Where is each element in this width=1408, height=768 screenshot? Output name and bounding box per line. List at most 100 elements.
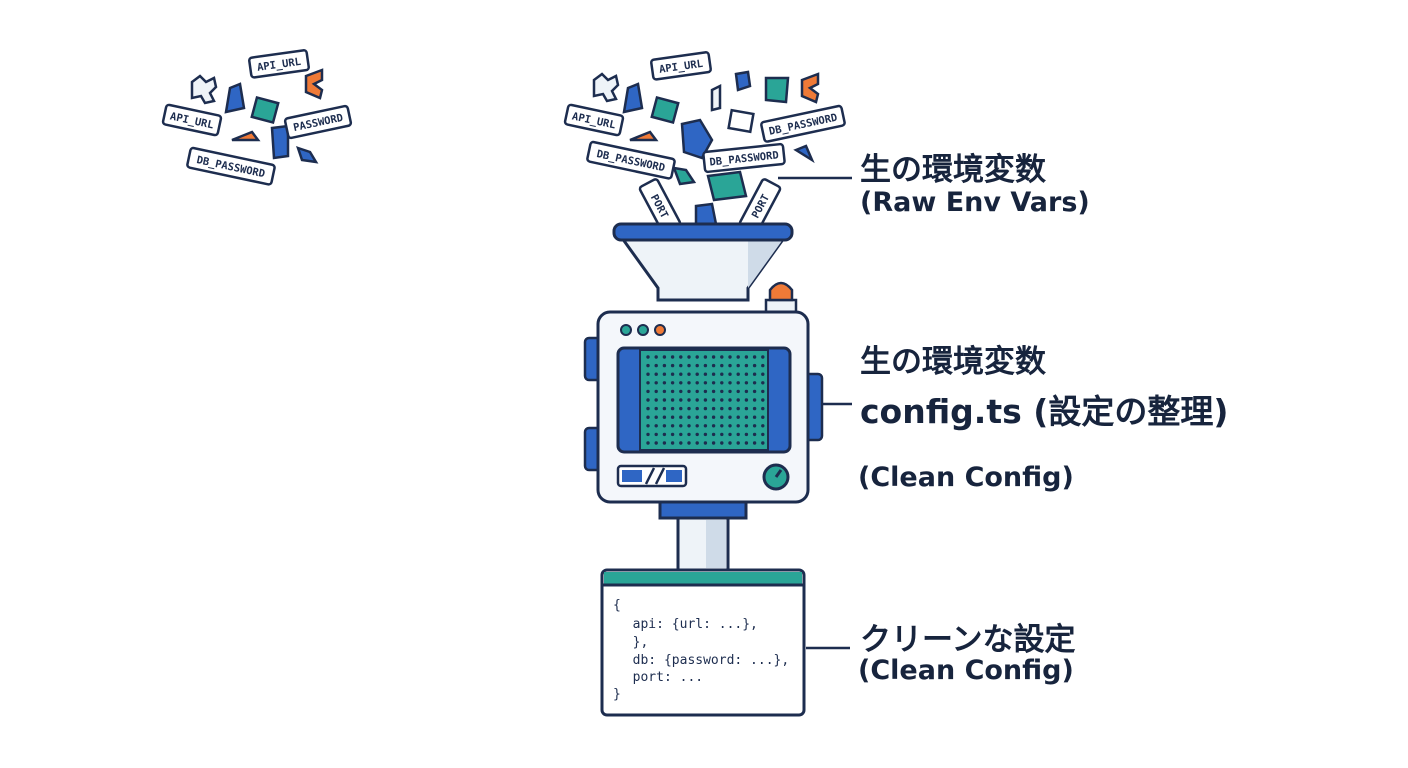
screen-dot <box>654 424 658 428</box>
screen-dot <box>662 406 667 411</box>
screen-dot <box>670 389 675 394</box>
screen-dot <box>736 372 740 376</box>
screen-dot <box>654 398 658 402</box>
screen-dot <box>662 432 667 437</box>
screen-dot <box>670 415 675 419</box>
screen-dot <box>761 398 765 402</box>
screen-dot <box>752 389 757 394</box>
screen-dot <box>720 406 724 411</box>
screen-dot <box>679 389 683 394</box>
label-machine-en: (Clean Config) <box>858 462 1074 493</box>
status-dot-orange <box>654 324 666 336</box>
funnel <box>612 222 794 302</box>
screen-dot <box>646 372 650 376</box>
screen-dot <box>654 432 658 437</box>
label-output-jp: クリーンな設定 <box>860 622 1076 658</box>
screen-dot <box>646 406 650 411</box>
screen-dot <box>670 432 675 437</box>
screen-dot <box>728 355 732 359</box>
screen-dot <box>662 415 667 419</box>
screen-dot <box>744 432 749 437</box>
screen-dot <box>711 415 716 419</box>
screen-dot-grid <box>646 355 765 445</box>
screen-dot <box>695 406 699 411</box>
screen-dot <box>679 415 683 419</box>
screen-dot <box>711 424 716 428</box>
screen-dot <box>761 381 765 385</box>
screen-dot <box>752 441 757 445</box>
screen-dot <box>687 441 691 445</box>
screen-dot <box>703 406 708 411</box>
screen-dot <box>728 381 732 385</box>
screen-dot <box>720 381 724 385</box>
tag-api-url-left-top: API_URL <box>248 49 310 79</box>
screen-dot <box>654 406 658 411</box>
screen-dot <box>720 424 724 428</box>
screen-dot <box>761 389 765 394</box>
label-machine-jp: 生の環境変数 <box>860 344 1046 380</box>
screen-dot <box>703 398 708 402</box>
screen-dot <box>761 424 765 428</box>
screen-dot <box>687 363 691 368</box>
tag-api-url-main-top: API_URL <box>650 51 712 81</box>
screen-dot <box>654 372 658 376</box>
screen-dot <box>752 372 757 376</box>
screen-dot <box>687 372 691 376</box>
status-dot-teal-1 <box>620 324 632 336</box>
screen-dot <box>752 398 757 402</box>
screen-dot <box>646 363 650 368</box>
status-dot-teal-2 <box>637 324 649 336</box>
screen-dot <box>695 389 699 394</box>
floating-env-cluster-left: API_URL API_URL PASSWORD DB_PASSWORD <box>161 49 353 186</box>
screen-dot <box>711 381 716 385</box>
screen-dot <box>695 372 699 376</box>
screen-dot <box>728 424 732 428</box>
screen-dot <box>752 381 757 385</box>
screen-dot <box>670 363 675 368</box>
screen-dot <box>761 406 765 411</box>
screen-dot <box>646 398 650 402</box>
screen-dot <box>687 415 691 419</box>
screen-dot <box>654 355 658 359</box>
screen-dot <box>662 389 667 394</box>
screen-dot <box>646 355 650 359</box>
screen-dot <box>711 398 716 402</box>
screen-dot <box>752 415 757 419</box>
screen-dot <box>728 441 732 445</box>
screen-dot <box>744 415 749 419</box>
screen-dot <box>761 355 765 359</box>
screen-dot <box>711 363 716 368</box>
screen-dot <box>761 363 765 368</box>
processor-machine <box>583 310 824 504</box>
screen-dot <box>744 381 749 385</box>
screen-dot <box>720 432 724 437</box>
screen-dot <box>703 389 708 394</box>
knob-icon <box>762 463 790 491</box>
screen-dot <box>744 441 749 445</box>
tag-db-password-main-center: DB_PASSWORD <box>702 142 786 174</box>
screen-dot <box>736 406 740 411</box>
screen-dot <box>711 441 716 445</box>
screen-dot <box>662 363 667 368</box>
screen-dot <box>711 372 716 376</box>
screen-dot <box>703 363 708 368</box>
screen-dot <box>744 406 749 411</box>
screen-dot <box>703 372 708 376</box>
screen-dot <box>670 355 675 359</box>
screen-dot <box>662 441 667 445</box>
screen-dot <box>711 355 716 359</box>
screen-dot <box>695 381 699 385</box>
screen-dot <box>703 432 708 437</box>
screen-dot <box>720 389 724 394</box>
screen-dot <box>679 432 683 437</box>
screen-dot <box>695 363 699 368</box>
screen-dot <box>679 381 683 385</box>
screen-dot <box>752 355 757 359</box>
screen-dot <box>761 415 765 419</box>
screen-dot <box>744 372 749 376</box>
tag-port-right: PORT <box>738 178 782 234</box>
screen-dot <box>654 415 658 419</box>
screen-dot <box>720 398 724 402</box>
screen-dot <box>728 415 732 419</box>
